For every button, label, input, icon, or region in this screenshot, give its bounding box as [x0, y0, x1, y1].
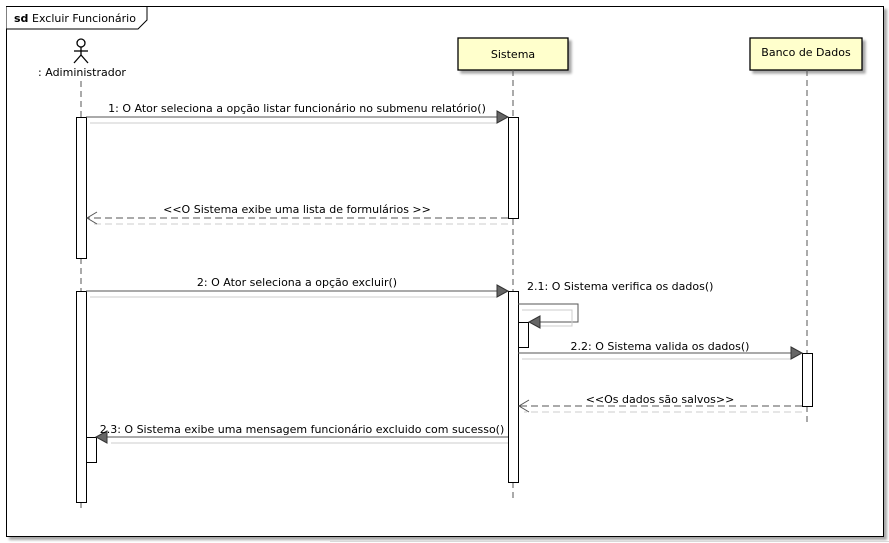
open-arrowhead-icon [86, 211, 98, 225]
arrowhead-icon [790, 346, 804, 360]
arrowhead-icon [496, 284, 510, 298]
message-2-1: 2.1: O Sistema verifica os dados() [518, 280, 713, 329]
actor-activation-1 [76, 117, 87, 259]
frame-keyword: sd [14, 12, 28, 25]
sistema-label: Sistema [491, 48, 535, 61]
actor-label: : Adiministrador [38, 66, 126, 79]
message-1-label: 1: O Ator seleciona a opção listar funci… [108, 102, 486, 115]
sistema-activation-2 [508, 291, 519, 483]
actor-stick-figure-icon [73, 38, 89, 64]
arrowhead-icon [496, 110, 510, 124]
sistema-box [457, 37, 569, 71]
message-1-return: <<O Sistema exibe uma lista de formulári… [86, 203, 508, 225]
message-2-2-return-label: <<Os dados são salvos>> [586, 393, 735, 406]
message-2-3-label: 2.3: O Sistema exibe uma mensagem funcio… [100, 423, 505, 436]
actor-activation-2 [76, 291, 87, 503]
message-2-2-label: 2.2: O Sistema valida os dados() [571, 340, 750, 353]
arrowhead-icon [94, 430, 108, 444]
activation-bars [76, 117, 813, 503]
message-1-return-label: <<O Sistema exibe uma lista de formulári… [163, 203, 431, 216]
message-2: 2: O Ator seleciona a opção excluir() [86, 276, 510, 298]
banco-box [749, 37, 863, 71]
open-arrowhead-icon [518, 399, 530, 413]
sistema-activation-1 [508, 117, 519, 219]
banco-lifeline: Banco de Dados [749, 37, 863, 425]
diagram-frame: sd Excluir Funcionário [6, 6, 884, 537]
sistema-activation-nested [518, 322, 529, 348]
frame-tab [6, 6, 148, 30]
message-2-label: 2: O Ator seleciona a opção excluir() [197, 276, 397, 289]
actor-activation-nested [86, 437, 97, 463]
message-1: 1: O Ator seleciona a opção listar funci… [86, 102, 510, 124]
arrowhead-icon [527, 315, 541, 329]
message-2-2-return: <<Os dados são salvos>> [518, 393, 802, 413]
message-2-2: 2.2: O Sistema valida os dados() [518, 340, 804, 360]
frame-title: Excluir Funcionário [32, 12, 136, 25]
banco-label: Banco de Dados [761, 46, 851, 59]
messages: 1: O Ator seleciona a opção listar funci… [86, 102, 804, 444]
banco-activation [802, 353, 813, 407]
message-2-3: 2.3: O Sistema exibe uma mensagem funcio… [94, 423, 508, 444]
actor-lifeline: : Adiministrador [38, 38, 126, 510]
sistema-lifeline: Sistema [457, 37, 569, 500]
message-2-1-label: 2.1: O Sistema verifica os dados() [527, 280, 713, 293]
